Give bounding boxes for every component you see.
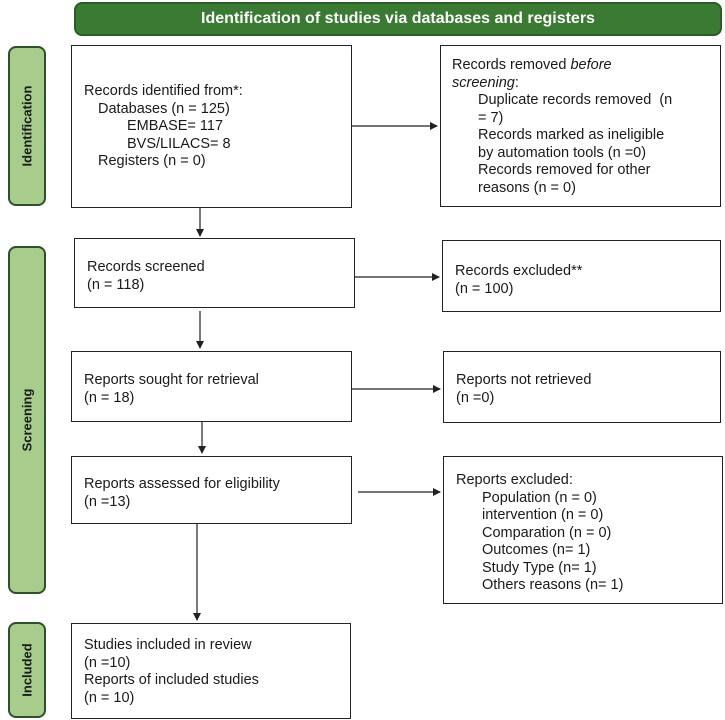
bvs-lilacs-count: BVS/LILACS= 8 [127, 135, 231, 152]
excluded-reason-others: Others reasons (n= 1) [482, 577, 624, 593]
records-identified-box: Records identified from*: Databases (n =… [71, 45, 352, 208]
reports-sought-label: Reports sought for retrieval [84, 372, 259, 388]
studies-included-count: (n =10) [84, 654, 131, 671]
duplicates-removed-2: = 7) [478, 109, 504, 126]
reports-not-retrieved-box: Reports not retrieved (n =0) [443, 351, 721, 423]
header-title: Identification of studies via databases … [201, 10, 595, 27]
excluded-reason-population: Population (n = 0) [482, 489, 597, 506]
excluded-reason-comparation: Comparation (n = 0) [482, 524, 612, 541]
excluded-reason-outcomes: Outcomes (n= 1) [482, 542, 591, 558]
stage-identification: Identification [8, 46, 46, 206]
reports-assessed-count: (n =13) [84, 493, 131, 510]
stage-included: Included [8, 622, 46, 718]
reports-included-count: (n = 10) [84, 689, 135, 706]
ineligible-1: Records marked as ineligible [478, 127, 665, 143]
reports-not-retrieved-count: (n =0) [456, 389, 495, 406]
registers-count: Registers (n = 0) [98, 153, 206, 169]
records-removed-title-cont: screening: [452, 74, 519, 91]
reports-included-label: Reports of included studies [84, 672, 259, 688]
duplicates-removed-1: Duplicate records removed (n [478, 92, 673, 108]
stage-screening: Screening [8, 246, 46, 594]
records-removed-title: Records removed before [452, 57, 612, 73]
ineligible-2: by automation tools (n =0) [478, 144, 647, 161]
records-screened-label: Records screened [87, 259, 205, 275]
records-excluded-count: (n = 100) [455, 280, 514, 297]
other-reasons-2: reasons (n = 0) [478, 179, 576, 196]
reports-assessed-box: Reports assessed for eligibility (n =13) [71, 456, 352, 524]
reports-excluded-box: Reports excluded: Population (n = 0) int… [443, 456, 723, 604]
embase-count: EMBASE= 117 [127, 118, 224, 134]
excluded-reason-intervention: intervention (n = 0) [482, 507, 604, 523]
records-excluded-box: Records excluded** (n = 100) [442, 240, 721, 312]
other-reasons-1: Records removed for other [478, 162, 651, 178]
reports-assessed-label: Reports assessed for eligibility [84, 476, 280, 492]
studies-included-box: Studies included in review (n =10) Repor… [71, 623, 351, 719]
reports-excluded-title: Reports excluded: [456, 472, 573, 488]
reports-sought-count: (n = 18) [84, 389, 135, 406]
records-excluded-label: Records excluded** [455, 263, 583, 279]
records-screened-box: Records screened (n = 118) [74, 238, 355, 308]
records-removed-box: Records removed before screening: Duplic… [440, 45, 721, 207]
records-screened-count: (n = 118) [87, 276, 145, 293]
reports-not-retrieved-label: Reports not retrieved [456, 372, 592, 388]
reports-sought-box: Reports sought for retrieval (n = 18) [71, 351, 352, 422]
databases-count: Databases (n = 125) [98, 100, 230, 117]
header-banner: Identification of studies via databases … [74, 2, 722, 36]
excluded-reason-study-type: Study Type (n= 1) [482, 559, 597, 576]
records-identified-title: Records identified from*: [84, 83, 243, 99]
studies-included-label: Studies included in review [84, 637, 252, 653]
